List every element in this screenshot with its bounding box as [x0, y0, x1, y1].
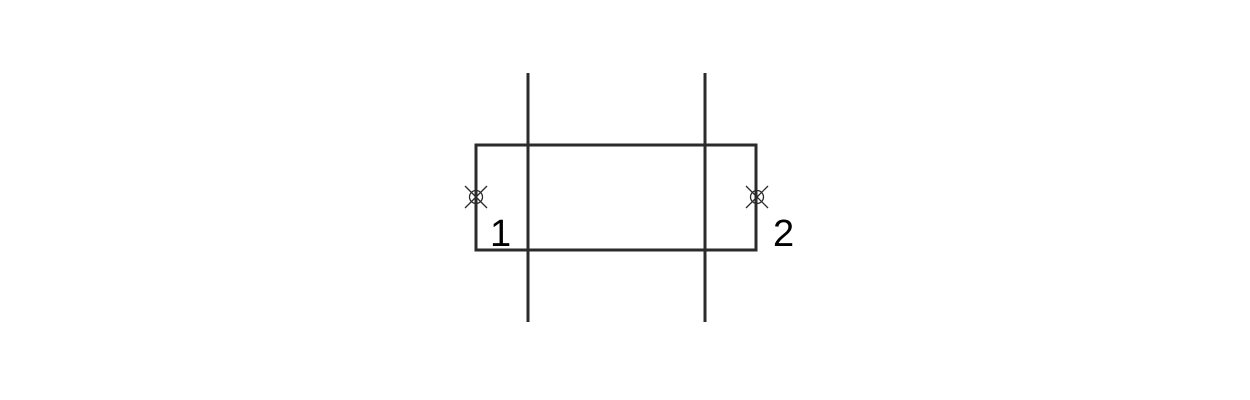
terminal-cross-circle-icon	[464, 185, 488, 209]
box	[474, 143, 758, 252]
terminal-cross-circle-icon	[745, 185, 769, 209]
terminal-label-1: 1	[490, 213, 511, 255]
terminal-label-2: 2	[773, 213, 794, 255]
